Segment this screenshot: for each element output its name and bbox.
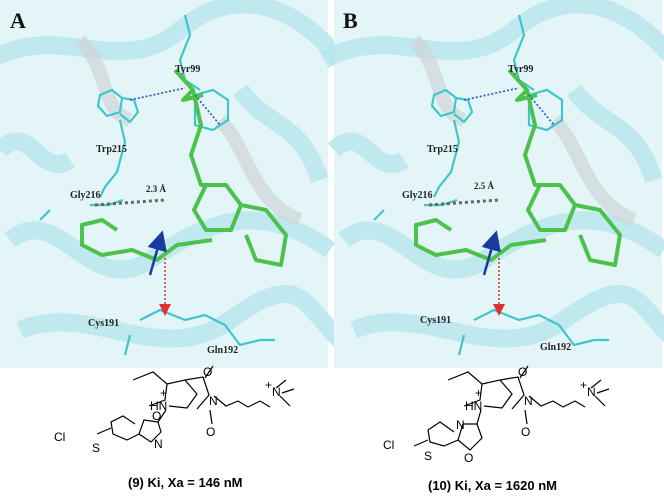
panel-b-label: B xyxy=(343,8,358,33)
atom-oxazole-o: O xyxy=(152,409,161,423)
atom-o1: O xyxy=(518,365,527,379)
atom-oxazole-n: N xyxy=(456,418,465,432)
residue-gly216-label: Gly216 xyxy=(402,190,433,201)
atom-imide-n: N xyxy=(524,394,533,408)
atom-ammonium-charge: + xyxy=(265,378,272,392)
residue-cys191-label: Cys191 xyxy=(88,318,119,329)
atom-cl: Cl xyxy=(383,438,394,452)
atom-hn: HN xyxy=(465,399,482,413)
atom-ammonium-n: N xyxy=(587,385,596,399)
panel-b: B Tyr99 Trp215 Gly216 2.5 Å Cys191 Gln19… xyxy=(324,0,664,370)
compound-9-caption: (9) Ki, Xa = 146 nM xyxy=(128,475,243,490)
atom-oxazole-o: O xyxy=(464,451,473,465)
atom-s: S xyxy=(92,441,100,455)
residue-tyr99-label: Tyr99 xyxy=(175,64,200,75)
residue-trp215-label: Trp215 xyxy=(427,144,458,155)
atom-hn: HN xyxy=(150,399,167,413)
panel-a-label: A xyxy=(10,8,26,33)
atom-cl: Cl xyxy=(54,430,65,444)
atom-o1: O xyxy=(203,365,212,379)
atom-ammonium-charge: + xyxy=(580,378,587,392)
atom-ammonium-n: N xyxy=(272,385,281,399)
compound-10-structure: HN + O O N N + N O S Cl xyxy=(383,365,610,465)
residue-cys191-label: Cys191 xyxy=(420,315,451,326)
atom-charge: + xyxy=(160,386,167,400)
atom-o2: O xyxy=(521,425,530,439)
atom-s: S xyxy=(424,449,432,463)
panel-a: A Tyr99 Trp215 Gly216 2.3 Å Cys191 Gln19… xyxy=(0,0,340,370)
atom-o2: O xyxy=(206,425,215,439)
compound-10-caption: (10) Ki, Xa = 1620 nM xyxy=(428,478,557,493)
atom-imide-n: N xyxy=(209,394,218,408)
compound-9-structure: HN + O O N N + O N S Cl xyxy=(54,365,295,455)
hbond-distance-label: 2.5 Å xyxy=(474,181,495,191)
hbond-distance-label: 2.3 Å xyxy=(146,184,167,194)
residue-gly216-label: Gly216 xyxy=(70,190,101,201)
atom-oxazole-n: N xyxy=(154,437,163,451)
residue-tyr99-label: Tyr99 xyxy=(508,64,533,75)
residue-gln192-label: Gln192 xyxy=(207,345,238,356)
atom-charge: + xyxy=(475,386,482,400)
residue-gln192-label: Gln192 xyxy=(540,342,571,353)
residue-trp215-label: Trp215 xyxy=(96,144,127,155)
